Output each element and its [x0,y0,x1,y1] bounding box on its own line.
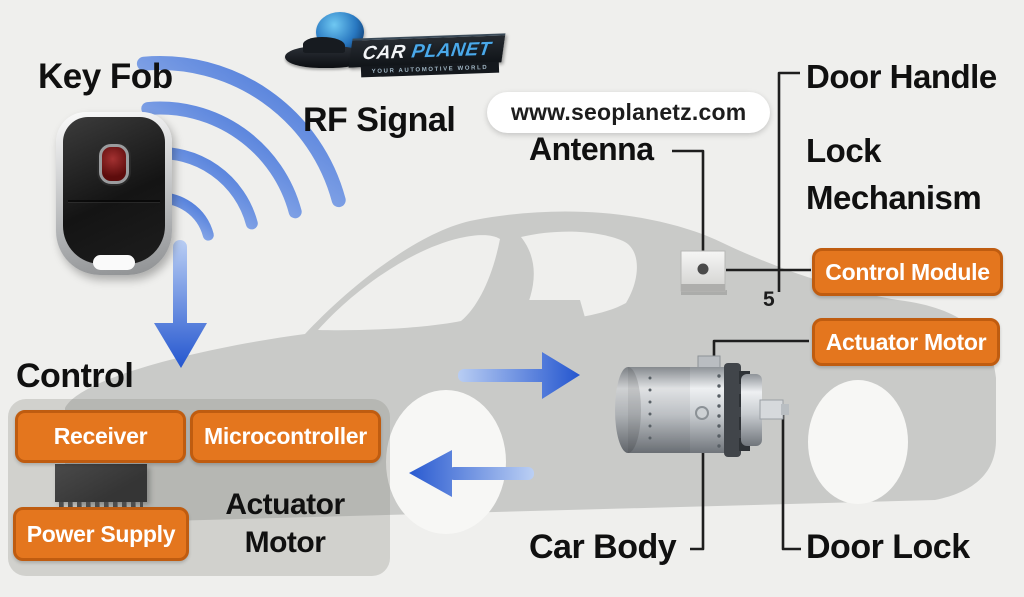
line-door-handle [777,71,800,292]
key-fob-divider [68,200,160,202]
line-car-body [690,446,705,551]
ic-chip-image [55,464,147,510]
receiver-button: Receiver [15,410,186,463]
ic-chip-pins [59,502,143,510]
control-module-button: Control Module [812,248,1003,296]
logo-car-icon [285,37,367,68]
antenna-module-image [680,250,727,295]
label-door-handle: Door Handle [806,58,997,95]
arrow-left [409,450,534,497]
arrow-down [154,240,207,368]
microcontroller-button: Microcontroller [190,410,381,463]
key-fob-keyring-hole [93,255,135,270]
car-planet-logo: CAR PLANET YOUR AUTOMOTIVE WORLD [283,12,508,78]
website-pill: www.seoplanetz.com [487,92,771,133]
arrow-right [458,352,580,399]
key-fob-body [63,117,165,264]
logo-text-car: CAR [361,41,408,64]
label-control: Control [16,357,134,395]
line-antenna [672,149,705,251]
key-fob-button-icon [99,144,129,184]
actuator-motor-button: Actuator Motor [812,318,1000,366]
logo-text-planet: PLANET [410,38,493,63]
rf-waves-icon [136,56,346,241]
wire-marker: 5 [763,288,775,311]
actuator-motor-image [615,355,789,457]
label-key-fob: Key Fob [38,57,173,96]
ic-chip-body [55,464,147,502]
label-door-lock: Door Lock [806,528,970,566]
key-fob-image [56,112,172,275]
label-antenna: Antenna [529,131,654,167]
label-car-body: Car Body [529,528,677,566]
label-rf-signal: RF Signal [303,101,456,139]
power-supply-button: Power Supply [13,507,189,561]
label-lock-mechanism: Lock Mechanism [806,132,982,216]
label-actuator-motor-caption: Actuator Motor [225,488,345,559]
